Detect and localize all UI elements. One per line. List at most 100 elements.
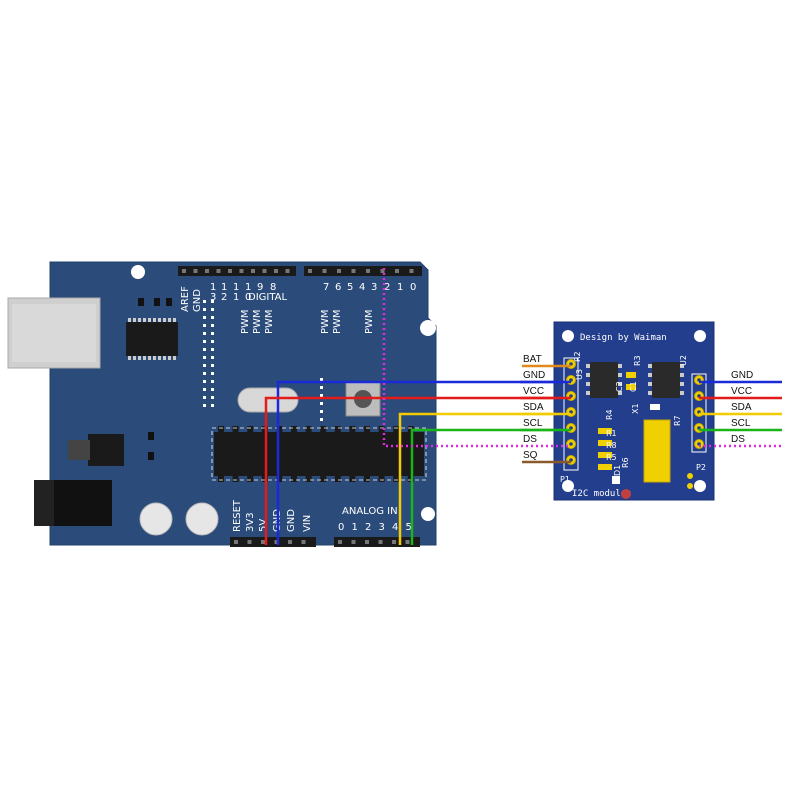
bottom-header-holes [234, 540, 410, 544]
chip-pin [153, 318, 156, 322]
header-dot [203, 308, 206, 311]
header-dot [211, 300, 214, 303]
power-pin-label: 3V3 [245, 512, 256, 532]
chip-pin [618, 391, 622, 395]
pwm-label: PWM [364, 309, 375, 334]
header-dot [211, 364, 214, 367]
silk-label: U3 [575, 369, 584, 380]
chip-pin [320, 426, 327, 432]
chip-pin [648, 382, 652, 386]
digital-label: DIGITAL [248, 292, 288, 303]
silk-label: R8 [606, 441, 617, 450]
smd-part [626, 384, 636, 390]
header-dot [211, 332, 214, 335]
smd-part [650, 404, 660, 410]
chip-pin [393, 476, 400, 482]
regulator-tab [68, 440, 90, 460]
chip-pin [648, 373, 652, 377]
top-pin-label: 1 [397, 282, 403, 293]
chip-pin [618, 382, 622, 386]
header-hole [251, 269, 255, 273]
power-pin-label: VIN [302, 515, 313, 532]
header-dot [211, 348, 214, 351]
smd-part [598, 464, 612, 470]
top-pin-label: 3 [371, 282, 377, 293]
top-pin-label: 0 [245, 292, 251, 303]
chip-pin [393, 426, 400, 432]
header-dot [203, 356, 206, 359]
chip-pin [143, 318, 146, 322]
header-dot [203, 340, 206, 343]
top-pin-label: 8 [270, 282, 276, 293]
chip-pin [364, 426, 370, 432]
chip-pin [680, 364, 684, 368]
pwm-label: PWM [240, 309, 251, 334]
header-dot [203, 364, 206, 367]
top-pin-label: 1 [245, 282, 251, 293]
wire-sda [398, 412, 571, 545]
chip-pin [128, 318, 131, 322]
chip-pin [168, 356, 171, 360]
chip-pin [349, 476, 356, 482]
usb-chip-pins [128, 318, 176, 360]
header-hole [378, 540, 383, 544]
silk-label: C2 [615, 381, 624, 392]
silk-label: U2 [679, 355, 688, 366]
analog-pin-label: 5 [406, 522, 412, 533]
top-pin-label: 1 [233, 292, 239, 303]
chip-pin [378, 426, 385, 432]
header-dot [203, 388, 206, 391]
module-left-pin-label: BAT [523, 354, 542, 365]
usb-connector-inner [12, 304, 96, 362]
top-header-holes [182, 269, 414, 273]
chip-pin [586, 382, 590, 386]
chip-pin [305, 476, 312, 482]
header-hole [338, 540, 342, 544]
chip-pin [276, 476, 283, 482]
chip-pin [173, 318, 176, 322]
header-hole [308, 269, 312, 273]
chip-pin [168, 318, 171, 322]
chip-pin [133, 318, 136, 322]
top-pin-label: 4 [359, 282, 365, 293]
chip-outline [211, 427, 427, 481]
header-hole [288, 540, 292, 544]
header-hole [247, 540, 252, 544]
header-hole [182, 269, 186, 273]
capacitor [185, 502, 219, 536]
top-pin-label: 5 [347, 282, 353, 293]
header-dot [320, 378, 323, 381]
top-pin-label: 1 [221, 282, 227, 293]
module-footer: I2C modules [572, 489, 632, 499]
module-right-pin-label: SCL [731, 418, 751, 429]
chip-pin [291, 476, 297, 482]
silk-label: R2 [573, 351, 582, 362]
header-hole [409, 269, 414, 273]
pwm-label: PWM [252, 309, 263, 334]
module-left-pin-label: GND [523, 370, 545, 381]
chip-pin [158, 356, 161, 360]
header-dot [211, 388, 214, 391]
header-hole [234, 540, 238, 544]
module-mounting-hole [562, 330, 574, 342]
header-hole [365, 540, 369, 544]
chip-pin [320, 476, 327, 482]
eeprom-chip [590, 362, 618, 398]
mounting-hole [131, 265, 145, 279]
top-pin-label: 2 [221, 292, 227, 303]
chip-pin [133, 356, 136, 360]
mounting-hole [420, 320, 436, 336]
header-hole [405, 540, 410, 544]
chip-pin [291, 426, 297, 432]
module-right-pin-label: GND [731, 370, 753, 381]
module-right-pin-label: SDA [731, 402, 752, 413]
chip-pin [680, 391, 684, 395]
header-hole [301, 540, 306, 544]
module-mounting-hole [562, 480, 574, 492]
top-pin-label: AREF [180, 286, 191, 312]
chip-pin [618, 373, 622, 377]
chip-pin [305, 426, 312, 432]
